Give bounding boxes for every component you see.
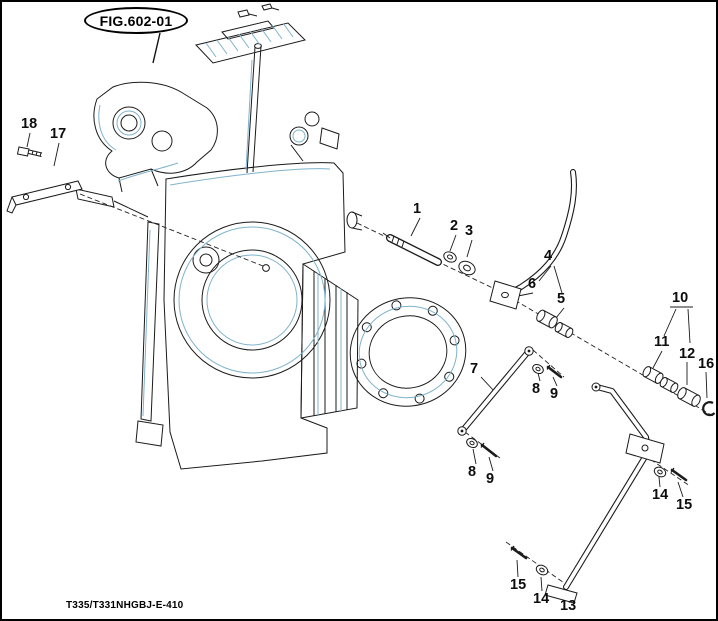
callout-pointer-line [152,32,161,64]
part-9-pin-lower [480,442,498,458]
part-9-pin-upper [546,364,563,379]
part-5-bushings [536,309,574,338]
part-3-washer [458,260,476,276]
part-6-link-plate [489,280,522,310]
machine-drawing [75,3,467,470]
part-12-bushing [677,387,701,407]
part-16-snap-ring [702,401,716,417]
figure-callout-label: FIG.602-01 [99,12,173,29]
part-18-bolt [16,146,43,157]
figure-callout[interactable]: FIG.602-01 [84,7,188,34]
part-15-pin-upper [670,467,688,482]
part-8-washer-lower [466,437,478,449]
part-8-washer-upper [532,363,544,375]
part-17-bracket [6,180,83,214]
figure-code: T335/T331NHGBJ-E-410 [66,600,184,611]
part-14-washer-lower [535,564,549,576]
part-2-washer [443,251,457,263]
machine-accent-lines [98,22,458,417]
label-leader-lines [26,132,708,599]
part-13-lever-rod [544,382,665,604]
part-1-rod [382,232,442,266]
part-4-lever-rod [505,169,577,297]
assembly-axis-lines [79,193,714,586]
part-14-washer-upper [653,466,667,478]
part-15-pin-lower [510,545,528,560]
part-11-bushings [642,366,679,393]
part-7-rod [457,346,534,436]
